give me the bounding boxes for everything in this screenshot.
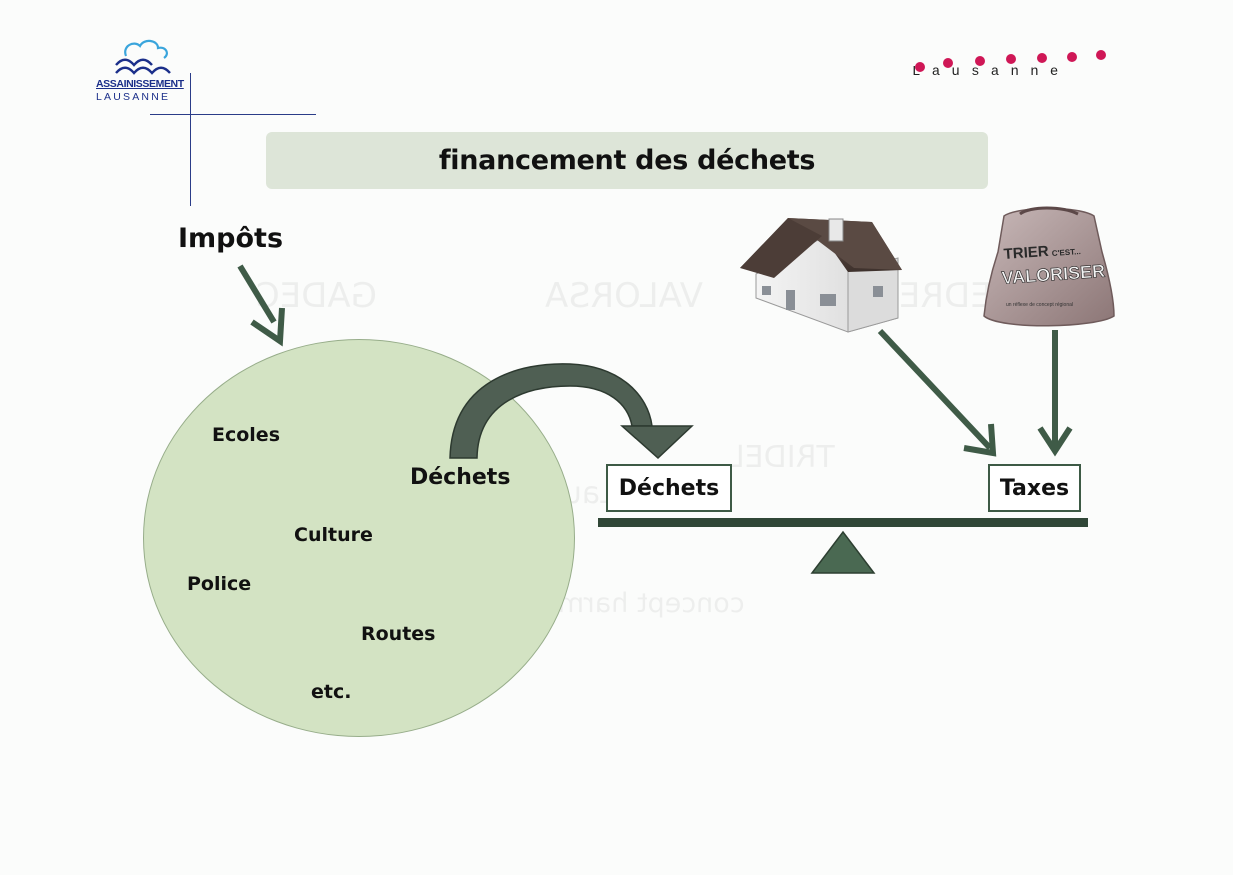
circle-item-etc: etc. — [311, 681, 352, 703]
brand-dot — [1006, 54, 1016, 64]
bag-text-trier: TRIER — [1003, 243, 1049, 263]
brand-dot — [1096, 50, 1106, 60]
page-title: financement des déchets — [438, 145, 816, 176]
title-bar: financement des déchets — [266, 132, 988, 189]
tax-budget-circle — [143, 339, 575, 737]
house-icon — [740, 218, 902, 333]
fulcrum-triangle-icon — [810, 530, 876, 574]
brand-dot — [1037, 53, 1047, 63]
house-to-taxes-arrow-icon — [877, 328, 997, 457]
lausanne-brand: Lausanne — [910, 48, 1110, 88]
logo-divider-vertical — [190, 73, 191, 206]
assainissement-logo: ASSAINISSEMENT LAUSANNE — [96, 38, 188, 103]
curved-transfer-arrow-icon — [449, 363, 694, 460]
circle-item-ecoles: Ecoles — [212, 424, 281, 446]
circle-item-routes: Routes — [361, 623, 436, 645]
bag-text-cest: C'EST... — [1052, 247, 1082, 258]
brand-dot — [943, 58, 953, 68]
circle-item-dechets: Déchets — [410, 465, 511, 490]
brand-dot — [1067, 52, 1077, 62]
impots-label: Impôts — [178, 223, 284, 254]
logo-subtitle: LAUSANNE — [96, 91, 171, 103]
balance-beam — [598, 518, 1088, 527]
brand-dot — [915, 62, 925, 72]
bag-text-concept: un réflexe de concept régional — [1006, 302, 1073, 308]
balance-box-dechets: Déchets — [606, 464, 732, 512]
circle-item-culture: Culture — [294, 524, 373, 546]
impots-arrow-icon — [237, 264, 285, 347]
logo-divider-horizontal — [150, 114, 316, 115]
balance-box-taxes: Taxes — [988, 464, 1081, 512]
trash-bag-icon: TRIER C'EST... VALORISER un réflexe de c… — [983, 206, 1115, 327]
brand-dot — [975, 56, 985, 66]
brand-name: Lausanne — [912, 64, 1070, 80]
bag-to-taxes-arrow-icon — [1037, 330, 1073, 457]
waves-logo-icon — [115, 39, 171, 75]
logo-title: ASSAINISSEMENT — [96, 78, 184, 90]
circle-item-police: Police — [187, 573, 252, 595]
